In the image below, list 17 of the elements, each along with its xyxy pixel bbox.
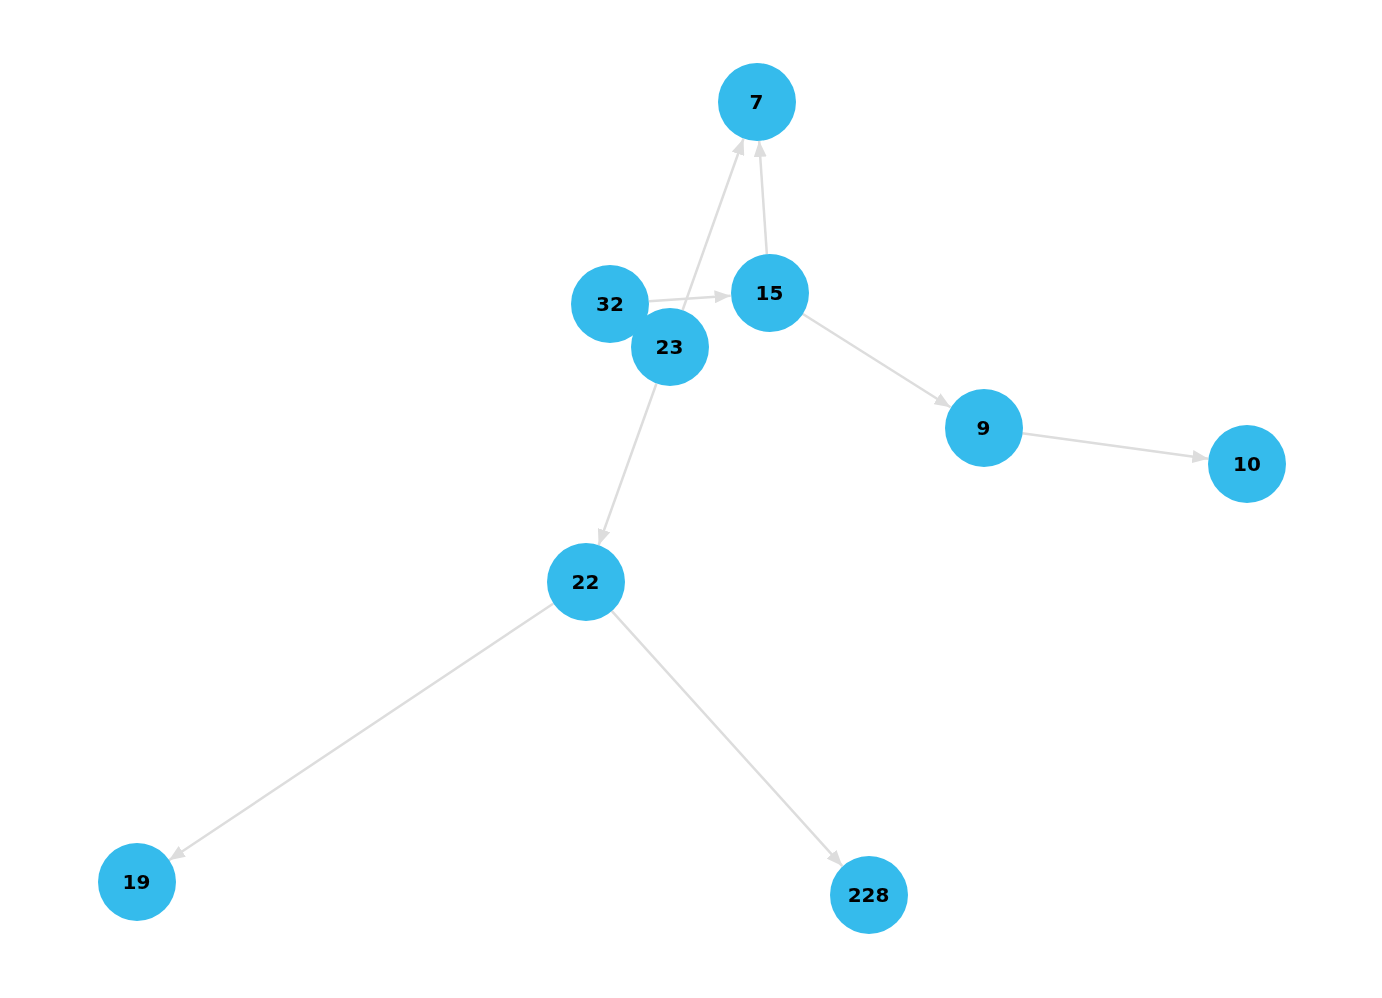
node-label: 22	[571, 572, 600, 592]
arrow	[801, 312, 952, 409]
node-label: 15	[755, 283, 784, 303]
node-label: 23	[655, 337, 684, 357]
arrow	[1021, 432, 1209, 463]
arrow	[168, 602, 554, 862]
node-label: 9	[976, 418, 991, 438]
node-label: 32	[596, 294, 624, 314]
node-label: 19	[122, 872, 151, 892]
node-label: 7	[749, 92, 764, 112]
arrow	[610, 610, 844, 867]
arrow	[681, 138, 745, 311]
arrow	[648, 290, 731, 304]
arrow	[753, 140, 769, 255]
arrow	[597, 383, 658, 546]
node-label: 228	[847, 885, 890, 905]
node-label: 10	[1233, 454, 1261, 474]
